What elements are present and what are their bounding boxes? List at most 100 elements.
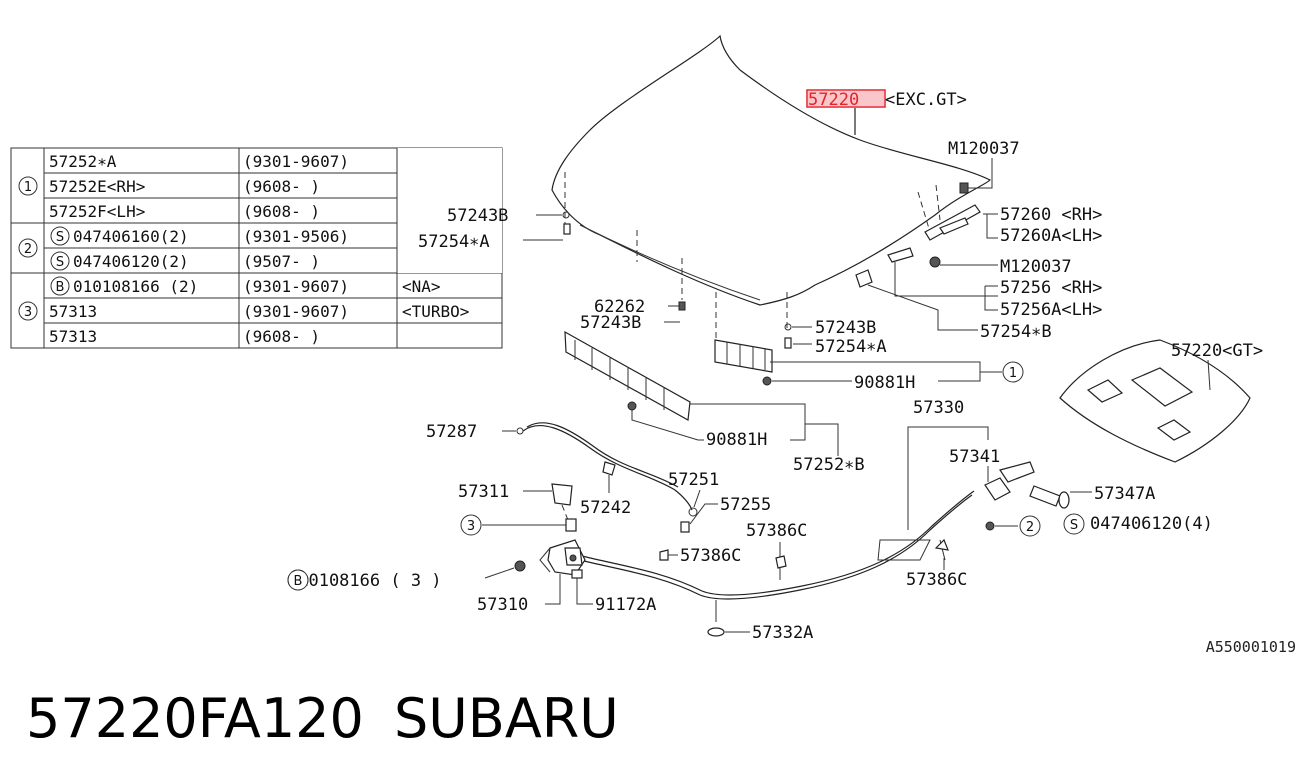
callout-hood-exc-gt: <EXC.GT> [885,90,967,110]
circle-1-label: 1 [1009,366,1017,381]
table-row-date: (9608- ) [243,327,320,346]
clip-icon [562,211,570,219]
table-row-code: 047406120(2) [73,252,189,271]
hinge-assembly [924,204,981,268]
hood-latch [539,539,586,576]
b-symbol: B [56,280,65,295]
callout-57243b-left: 57243B [447,206,508,226]
group-1-badge-diagram [1002,361,1024,383]
callout-57254b: 57254∗B [980,322,1052,342]
callout-57255: 57255 [720,495,771,515]
bolt-icon [565,518,577,532]
scoop-icon [1086,379,1124,403]
part-number-title: 57220FA120 [26,687,364,750]
s-badge-diagram [1063,513,1085,535]
bumper-block-icon [855,269,873,288]
seal-bracket [714,339,773,373]
clip-icon [678,301,686,311]
callout-90881h-left: 90881H [706,430,767,450]
callout-57242: 57242 [580,498,631,518]
bolt-icon [514,560,526,572]
s-symbol: S [56,230,64,245]
cable-clip-icon [934,538,949,551]
hood-panel [551,34,992,306]
group-1-label: 1 [24,180,32,195]
scoop-icon [1156,419,1192,441]
group-2-label: 2 [24,242,32,257]
callout-b010108166: 010108166 ( 3 ) [288,571,442,591]
callout-57341: 57341 [949,447,1000,467]
brand-title: SUBARU [394,687,619,750]
table-row-date: (9301-9607) [243,277,349,296]
callout-57243b-mid: 57243B [580,313,641,333]
callout-62262: 62262 [594,297,645,317]
callout-m120037-top: M120037 [948,139,1020,159]
cable-clip-icon [659,549,669,561]
callout-57251: 57251 [668,470,719,490]
callout-57287: 57287 [426,422,477,442]
callout-57310: 57310 [477,595,528,615]
callout-m120037-mid: M120037 [1000,257,1072,277]
bolt-icon [959,182,969,194]
table-row-code: 57313 [49,302,97,321]
bumper-icon [784,337,792,349]
highlight-fill [808,91,884,106]
callout-57347a: 57347A [1094,484,1155,504]
table-row-date: (9301-9607) [243,152,349,171]
bumper-icon [563,223,571,235]
callout-57386c-top: 57386C [746,521,807,541]
clip-icon [762,376,772,386]
callout-57330: 57330 [913,398,964,418]
scoop-icon [1130,367,1194,407]
callout-57220-gt: 57220<GT> [1171,341,1263,361]
callout-91172a: 91172A [595,595,656,615]
group-3-label: 3 [24,305,32,320]
callout-57260-rh: 57260 <RH> [1000,205,1102,225]
callout-57386c-mid: 57386C [680,546,741,566]
clip-icon [680,521,690,533]
callout-90881h-right: 90881H [854,373,915,393]
callout-57311: 57311 [458,482,509,502]
callout-s047406120-4: 047406120(4) [1090,514,1213,534]
bolt-icon [929,256,941,268]
latch-bracket-icon [551,483,573,506]
diagram-reference-code: A550001019 [1206,638,1296,656]
hood-release-handle [984,461,1070,509]
cable-clip-icon [775,555,787,569]
callout-57254a-right: 57254∗A [815,337,887,357]
bolt-icon [985,521,995,531]
table-row-code: 57252E<RH> [49,177,145,196]
b-symbol-badge [50,276,70,296]
s-symbol-diagram: S [1070,518,1078,533]
parts-table: 1 2 3 57252∗A (9301-9607) 57252E<RH> (96… [10,147,503,349]
table-row-code: 010108166 (2) [73,277,198,296]
callout-57260a-lh: 57260A<LH> [1000,226,1102,246]
group-3-badge [18,301,38,321]
grommet-icon [707,627,725,637]
s-symbol: S [56,255,64,270]
table-row-code: 57313 [49,327,97,346]
hood-seal-strip [564,330,691,421]
s-symbol-badge [50,251,70,271]
group-2-badge-diagram [1019,515,1041,537]
table-row-date: (9507- ) [243,252,320,271]
table-row-code: 57252∗A [49,152,117,171]
group-2-badge [18,238,38,258]
clip-icon [784,323,792,331]
gt-hood-panel [1059,339,1251,463]
table-row-note: <TURBO> [402,302,469,321]
group-3-badge-diagram [460,514,482,536]
callout-57254a-left: 57254∗A [418,232,490,252]
b-symbol-diagram: B [294,574,303,589]
callout-57256a-lh: 57256A<LH> [1000,300,1102,320]
table-row-date: (9608- ) [243,202,320,221]
table-row-note: <NA> [402,277,441,296]
callout-57256-rh: 57256 <RH> [1000,278,1102,298]
callout-57332a: 57332A [752,623,813,643]
circle-3-label: 3 [467,519,475,534]
highlighted-part-number[interactable]: 57220 [808,90,859,110]
cable-clip-icon [602,461,616,476]
stopper-icon [887,247,914,263]
table-row-code: 57252F<LH> [49,202,145,221]
